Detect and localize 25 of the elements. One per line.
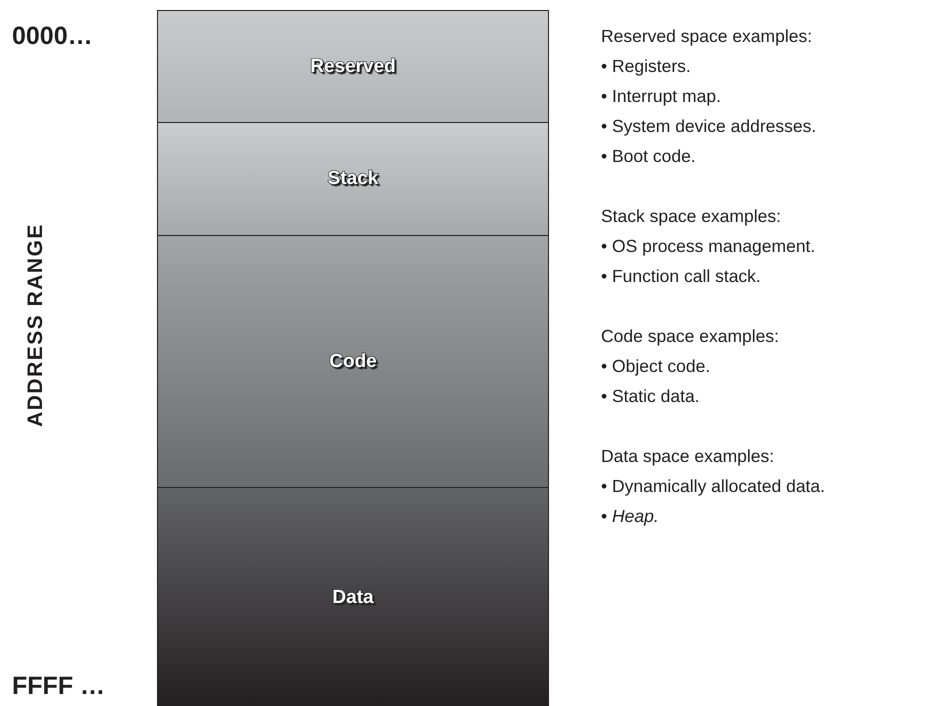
bullet-item: • Static data. — [601, 386, 700, 406]
bullet-item: • Dynamically allocated data. — [601, 476, 826, 496]
section-heading: Stack space examples: — [601, 206, 781, 226]
segment-label: Data — [332, 587, 374, 609]
section-heading: Reserved space examples: — [601, 26, 812, 46]
bullet-item: • Heap. — [601, 506, 659, 526]
segment-label: Reserved — [310, 56, 396, 78]
memory-segment — [157, 235, 549, 488]
section-heading: Code space examples: — [601, 326, 780, 346]
segment-label: Stack — [328, 168, 378, 190]
bullet-item: • Function call stack. — [601, 266, 761, 286]
memory-segment — [157, 487, 549, 706]
bullet-item: • System device addresses. — [601, 116, 816, 136]
section-heading: Data space examples: — [601, 446, 774, 466]
bullet-item: • Registers. — [601, 56, 691, 76]
segment-label: Code — [329, 350, 377, 372]
bullet-item: • Object code. — [601, 356, 710, 376]
bullet-item: • Boot code. — [601, 146, 696, 166]
bullet-item: • OS process management. — [601, 236, 816, 256]
address-start: 0000… — [12, 22, 93, 51]
memory-segment — [157, 122, 549, 236]
address-end: FFFF … — [12, 672, 106, 701]
axis-title: ADDRESS RANGE — [24, 223, 48, 427]
memory-segment — [157, 10, 549, 123]
bullet-item: • Interrupt map. — [601, 86, 721, 106]
